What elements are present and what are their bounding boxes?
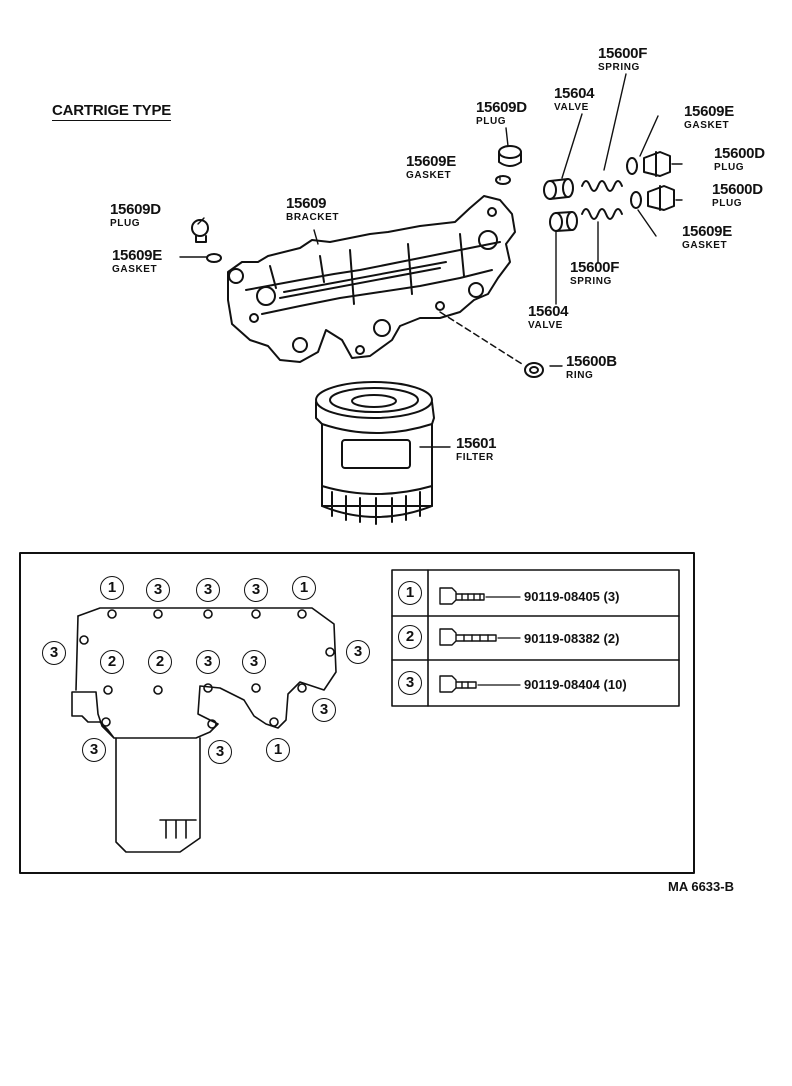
label-filter: 15601 FILTER — [456, 435, 497, 463]
legend-key: 2 — [398, 625, 422, 649]
bolt-marker: 3 — [146, 578, 170, 602]
page-title: CARTRIGE TYPE — [52, 102, 172, 121]
label-plug-top: 15609D PLUG — [476, 99, 527, 127]
bolt-marker: 3 — [196, 578, 220, 602]
label-gasket-mid: 15609E GASKET — [406, 153, 456, 181]
bolt-marker: 3 — [312, 698, 336, 722]
legend-part-number: 90119-08405 (3) — [524, 589, 620, 604]
plug-left-drawing — [191, 219, 222, 263]
bolt-marker: 3 — [196, 650, 220, 674]
bolt-marker: 3 — [82, 738, 106, 762]
bolt-marker: 3 — [42, 641, 66, 665]
legend-part-number: 90119-08382 (2) — [524, 631, 620, 646]
bracket-drawing — [227, 195, 516, 363]
bolt-marker: 3 — [242, 650, 266, 674]
legend-key: 1 — [398, 581, 422, 605]
label-plug-left: 15609D PLUG — [110, 201, 161, 229]
bolt-marker: 1 — [100, 576, 124, 600]
label-valve-top: 15604 VALVE — [554, 85, 595, 113]
legend-part-number: 90119-08404 (10) — [524, 677, 627, 692]
label-gasket-left: 15609E GASKET — [112, 247, 162, 275]
label-plug-right-1: 15600D PLUG — [714, 145, 765, 173]
label-gasket-right-low: 15609E GASKET — [682, 223, 732, 251]
label-ring: 15600B RING — [566, 353, 617, 381]
bolt-marker: 2 — [100, 650, 124, 674]
filter-drawing — [315, 381, 435, 525]
bolt-marker: 2 — [148, 650, 172, 674]
plug-top-drawing — [495, 145, 522, 185]
bolt-marker: 1 — [292, 576, 316, 600]
bolt-marker: 3 — [208, 740, 232, 764]
label-spring-top: 15600F SPRING — [598, 45, 648, 73]
label-spring-low: 15600F SPRING — [570, 259, 620, 287]
legend-leader-lines — [477, 596, 521, 686]
reference-code: MA 6633-B — [668, 879, 734, 894]
legend-key: 3 — [398, 671, 422, 695]
bolt-marker: 1 — [266, 738, 290, 762]
label-plug-right-2: 15600D PLUG — [712, 181, 763, 209]
ring-drawing — [524, 362, 544, 378]
label-gasket-top-right: 15609E GASKET — [684, 103, 734, 131]
bolt-legend-table — [391, 569, 680, 707]
ring-leader-dashed — [439, 311, 523, 365]
bracket-outline-drawing — [71, 607, 337, 853]
bolt-marker: 3 — [346, 640, 370, 664]
leader-lines — [179, 73, 683, 448]
bolt-icons — [439, 587, 497, 693]
bolt-marker: 3 — [244, 578, 268, 602]
label-bracket: 15609 BRACKET — [286, 195, 340, 223]
label-valve-low: 15604 VALVE — [528, 303, 569, 331]
bolt-layout-frame — [19, 552, 695, 874]
valve-assembly-drawing — [543, 151, 675, 232]
